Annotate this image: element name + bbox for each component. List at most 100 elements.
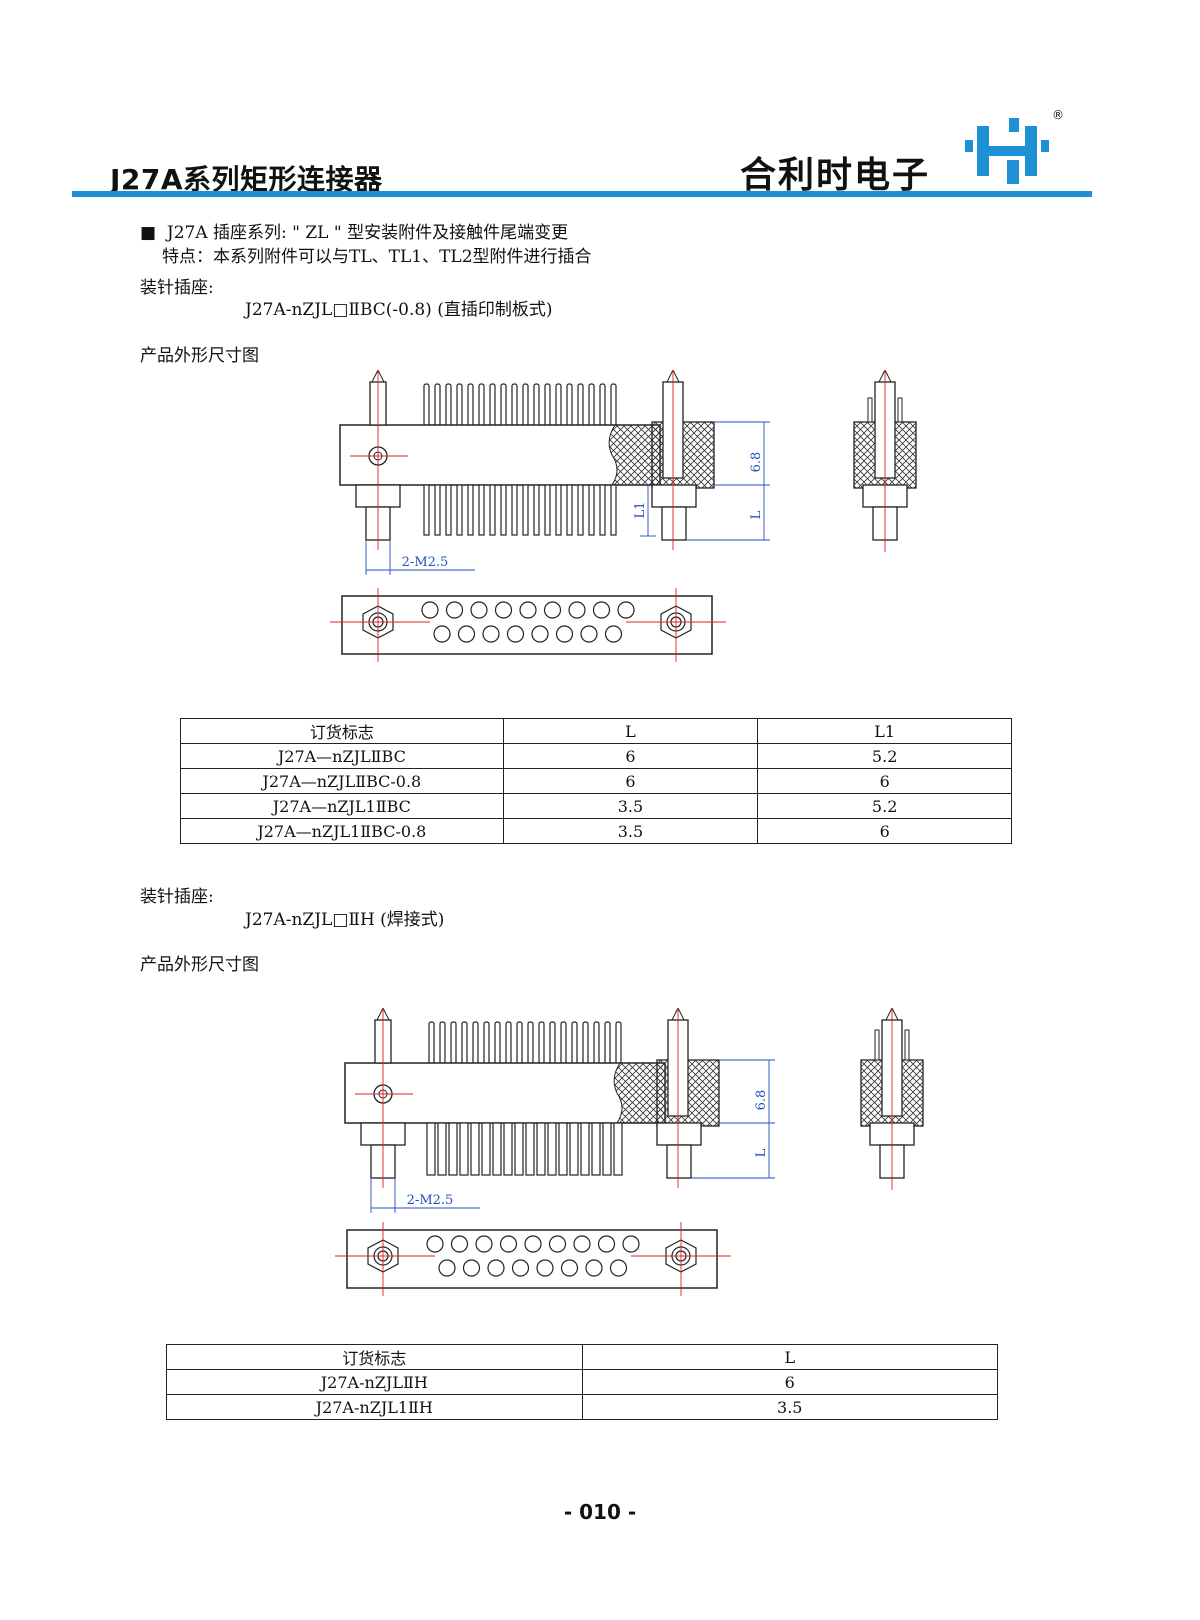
contact-pin <box>615 1021 622 1065</box>
header-rule <box>72 191 1092 197</box>
contact-hole <box>450 1235 469 1253</box>
brand-logo <box>965 118 1049 184</box>
contact-pin <box>428 1021 435 1065</box>
contact-hole <box>543 601 562 619</box>
intro-line-1: ■ J27A 插座系列: " ZL " 型安装附件及接触件尾端变更 <box>140 223 569 243</box>
contact-pin <box>571 1021 578 1065</box>
intro-line-2: 特点：本系列附件可以与TL、TL1、TL2型附件进行插合 <box>162 247 592 267</box>
contact-pin <box>434 383 441 427</box>
contact-pin <box>602 1122 612 1176</box>
contact-hole <box>470 601 488 619</box>
table-row: J27A—nZJL1ⅡBC 3.5 5.2 <box>180 793 1012 819</box>
contact-pin <box>450 1021 457 1065</box>
table-row: J27A—nZJL1ⅡBC-0.8 3.5 6 <box>180 818 1012 844</box>
page-title: J27A系列矩形连接器 <box>110 163 383 196</box>
table-row: J27A—nZJLⅡBC 6 5.2 <box>180 743 1012 769</box>
contact-hole <box>499 1235 518 1253</box>
contact-hole <box>487 1259 505 1277</box>
contact-pin <box>511 484 518 536</box>
contact-pin <box>439 1021 446 1065</box>
contact-pin <box>500 484 507 536</box>
contact-pin <box>588 383 595 427</box>
contact-pin <box>489 484 496 536</box>
table1-header-L1: L1 <box>757 718 1012 744</box>
contact-hole <box>560 1259 579 1277</box>
contact-hole <box>536 1259 554 1277</box>
contact-hole <box>433 625 451 643</box>
contact-pin <box>533 484 540 536</box>
drawing2-bottom-view <box>335 1222 731 1296</box>
contact-pin <box>566 383 573 427</box>
dim-height-label: 6.8 <box>749 452 764 473</box>
contact-hole <box>445 601 464 619</box>
contact-hole <box>421 601 439 619</box>
drawing2-front-view: 6.8 L 2-M2.5 <box>344 1008 775 1213</box>
contact-pin <box>437 1122 447 1176</box>
section1-model: J27A-nZJL□ⅡBC(-0.8) (直插印制板式) <box>245 300 553 320</box>
contact-hole <box>548 1235 567 1253</box>
contact-pin <box>582 1021 589 1065</box>
contact-hole <box>573 1235 591 1253</box>
contact-pin <box>610 383 617 427</box>
contact-hole <box>622 1235 640 1253</box>
contact-pin <box>456 484 463 536</box>
contact-pin <box>445 383 452 427</box>
contact-pin <box>538 1021 545 1065</box>
contact-pin <box>478 484 485 536</box>
contact-pin <box>423 484 430 536</box>
dim-thread-label: 2-M2.5 <box>402 555 449 570</box>
contact-hole <box>580 625 598 643</box>
table-row: J27A-nZJL1ⅡH 3.5 <box>166 1394 999 1420</box>
contact-pin <box>516 1021 523 1065</box>
contact-hole <box>511 1259 530 1277</box>
section1-label: 装针插座: <box>140 278 214 298</box>
contact-pin <box>492 1122 502 1176</box>
contact-pin <box>434 484 441 536</box>
contact-pin <box>580 1122 590 1176</box>
drawing1-side-view <box>853 370 917 552</box>
contact-hole <box>604 625 623 643</box>
order-table-2: 订货标志 L J27A-nZJLⅡH 6 J27A-nZJL1ⅡH 3.5 <box>166 1344 999 1420</box>
contact-pin <box>588 484 595 536</box>
contact-pin <box>558 1122 568 1176</box>
contact-pin <box>456 383 463 427</box>
contact-hole <box>482 625 500 643</box>
contact-hole <box>462 1259 481 1277</box>
contact-pin <box>478 383 485 427</box>
section2-drawing-label: 产品外形尺寸图 <box>140 955 259 975</box>
table2-header-code: 订货标志 <box>166 1344 583 1370</box>
contact-pin <box>533 383 540 427</box>
table2-header-L: L <box>581 1344 999 1370</box>
contact-pin <box>481 1122 491 1176</box>
contact-pin <box>536 1122 546 1176</box>
contact-hole <box>475 1235 493 1253</box>
contact-pin <box>613 1122 623 1176</box>
contact-hole <box>506 625 525 643</box>
page-number: - 010 - <box>563 1500 637 1524</box>
contact-pin <box>445 484 452 536</box>
contact-pin <box>448 1122 458 1176</box>
table1-header-code: 订货标志 <box>180 718 504 744</box>
contact-pin <box>593 1021 600 1065</box>
contact-pin <box>522 484 529 536</box>
contact-pin <box>426 1122 436 1176</box>
contact-pin <box>489 383 496 427</box>
contact-pin <box>547 1122 557 1176</box>
contact-pin <box>467 484 474 536</box>
table-row: J27A—nZJLⅡBC-0.8 6 6 <box>180 768 1012 794</box>
contact-hole <box>519 601 537 619</box>
table-row: J27A-nZJLⅡH 6 <box>166 1369 999 1395</box>
contact-pin <box>599 484 606 536</box>
contact-pin <box>527 1021 534 1065</box>
drawing1-bottom-view <box>330 588 726 662</box>
contact-pin <box>514 1122 524 1176</box>
contact-pin <box>604 1021 611 1065</box>
bullet-square: ■ <box>140 223 157 243</box>
contact-pin <box>522 383 529 427</box>
contact-pin <box>525 1122 535 1176</box>
dim-L-label: L <box>754 1148 769 1157</box>
drawing1-front-view: 6.8 L L1 2-M2.5 <box>339 370 770 575</box>
contact-pin <box>577 383 584 427</box>
contact-pin <box>544 484 551 536</box>
contact-pin <box>423 383 430 427</box>
